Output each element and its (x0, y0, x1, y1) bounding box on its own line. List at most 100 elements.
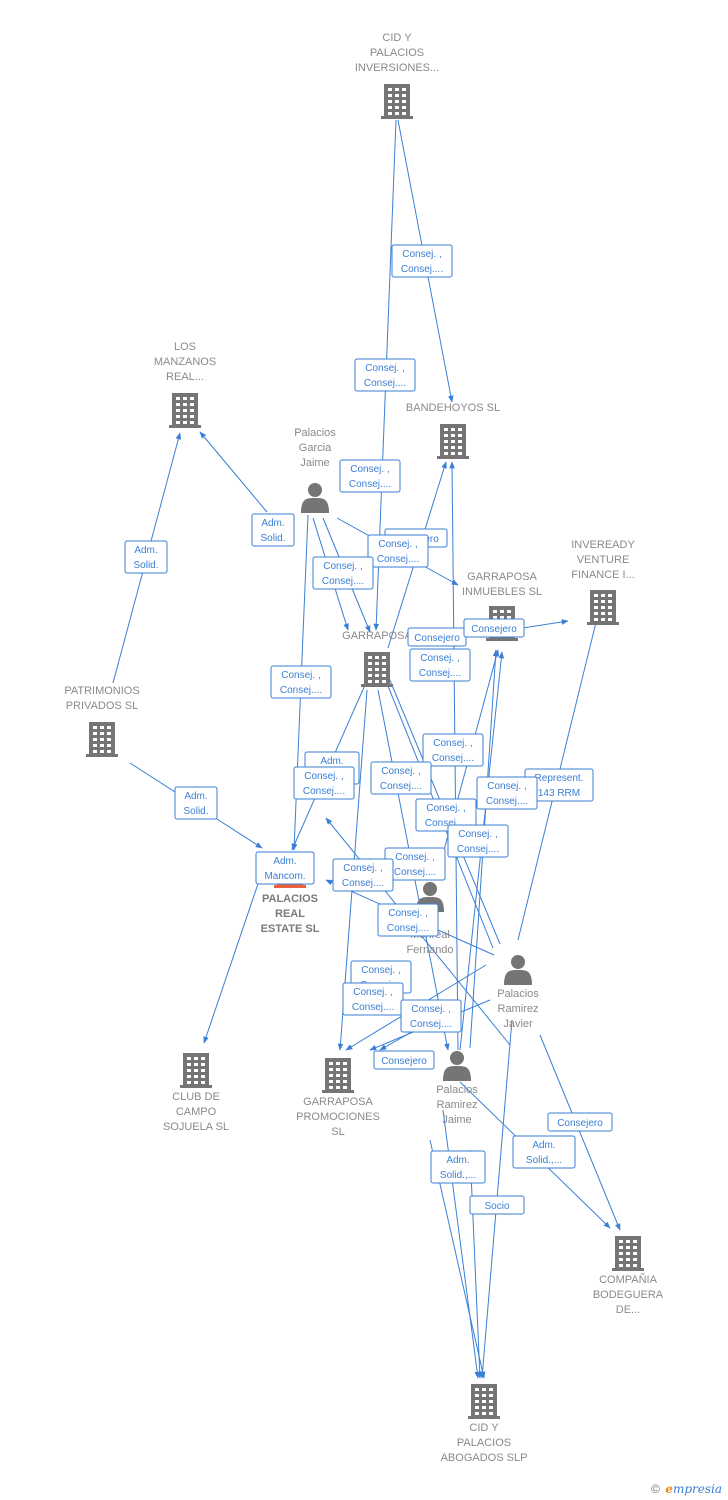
edge-label[interactable]: Adm.Solid.,... (430, 1150, 486, 1184)
node-label-line: Palacios (497, 988, 539, 1000)
edge-label[interactable]: Consej. ,Consej.... (354, 358, 416, 392)
edge-label[interactable]: Adm.Solid.,... (512, 1135, 576, 1169)
edge-label[interactable]: Consej. ,Consej.... (270, 665, 332, 699)
edge-label[interactable]: Consej. , Consej.... (415, 798, 477, 832)
building-window (107, 744, 111, 747)
edge-label[interactable]: Represent.143 RRM (524, 768, 594, 802)
edge-label[interactable]: Consej. ,Consej.... (342, 982, 404, 1016)
edge-label[interactable]: Adm.Solid. (251, 513, 295, 547)
person-head (511, 955, 525, 969)
edge-label-box (293, 766, 355, 800)
edge-label[interactable]: Consejero (547, 1112, 613, 1132)
node-label-line: PALACIOS (457, 1437, 511, 1449)
building-icon (322, 1058, 354, 1093)
node-label-line: LOS (174, 341, 196, 353)
edge-label[interactable]: Consejero (373, 1050, 435, 1070)
edge-label-text: Consej.... (349, 479, 391, 490)
building-window (482, 1412, 486, 1415)
edge-label-box (354, 358, 416, 392)
building-window (608, 594, 612, 597)
building-window (402, 88, 406, 91)
building-window (626, 1264, 630, 1267)
edge-label[interactable]: Consejero (463, 618, 525, 638)
node-garraposa[interactable]: GARRAPOSA (342, 630, 413, 687)
building-base (180, 1085, 212, 1088)
edge-label[interactable]: Consej. ,Consej.... (422, 733, 484, 767)
building-window (458, 434, 462, 437)
edge-label-text: Consej. , (426, 803, 465, 814)
building-window (594, 618, 598, 621)
edge-label-box (339, 459, 401, 493)
edge-label[interactable]: Consej. ,Consej.... (367, 534, 429, 568)
node-label-line: PATRIMONIOS (64, 685, 139, 697)
edge-label[interactable]: Consej. ,Consej.... (400, 999, 462, 1033)
building-window (93, 750, 97, 753)
edge-label[interactable]: Consej. ,Consej.... (391, 244, 453, 278)
edge-label[interactable]: Consej. ,Consej.... (312, 556, 374, 590)
edge-label-text: Solid.,... (526, 1155, 562, 1166)
building-window (482, 1400, 486, 1403)
empresia-logo: empresia (665, 1482, 722, 1496)
edge-label-text: Consej. , (281, 670, 320, 681)
edge-label[interactable]: Consej. ,Consej.... (377, 903, 439, 937)
edge-label-text: Socio (484, 1201, 509, 1212)
edge-label[interactable]: Consej. ,Consej.... (339, 459, 401, 493)
building-window (107, 750, 111, 753)
edge-label[interactable]: Consej. ,Consej.... (384, 847, 446, 881)
building-window (176, 421, 180, 424)
edge-label[interactable]: Adm.Solid. (174, 786, 218, 820)
edge-label[interactable]: Consej. ,Consej.... (332, 858, 394, 892)
edge-label-box (312, 556, 374, 590)
building-window (608, 618, 612, 621)
edge-label[interactable]: Consejero (407, 627, 467, 647)
building-window (388, 112, 392, 115)
building-window (619, 1246, 623, 1249)
edge-label[interactable]: Socio (469, 1195, 525, 1215)
node-label-line: SL (331, 1126, 344, 1138)
edge-label[interactable]: Consej. ,Consej.... (476, 776, 538, 810)
edge-label-text: Adm. (320, 756, 343, 767)
node-bandehoyos[interactable]: BANDEHOYOS SL (406, 402, 500, 459)
building-base (612, 1268, 644, 1271)
building-window (187, 1069, 191, 1072)
building-window (388, 100, 392, 103)
edge-label[interactable]: Consej. ,Consej.... (447, 824, 509, 858)
edge-label-text: Consej.... (425, 818, 467, 829)
edge-label[interactable]: Consej. ,Consej.... (409, 648, 471, 682)
edge-label[interactable]: Consej. ,Consej.... (293, 766, 355, 800)
edge-label-text: Consejero (557, 1118, 603, 1129)
edge-label-text: Consej. , (395, 852, 434, 863)
building-window (507, 610, 511, 613)
edge-label[interactable]: Adm.Solid. (124, 540, 168, 574)
building-window (368, 656, 372, 659)
building-window (201, 1075, 205, 1078)
building-window (190, 397, 194, 400)
node-label-line: SOJUELA SL (163, 1121, 229, 1133)
edge-label[interactable]: Consej. ,Consej.... (370, 761, 432, 795)
building-window (382, 656, 386, 659)
building-window (190, 409, 194, 412)
node-label-line: Palacios (436, 1084, 478, 1096)
building-window (343, 1080, 347, 1083)
edge-label-box (342, 982, 404, 1016)
building-base (322, 1090, 354, 1093)
edge-label[interactable]: Adm.Mancom. (255, 851, 315, 885)
edge-label-box (422, 733, 484, 767)
